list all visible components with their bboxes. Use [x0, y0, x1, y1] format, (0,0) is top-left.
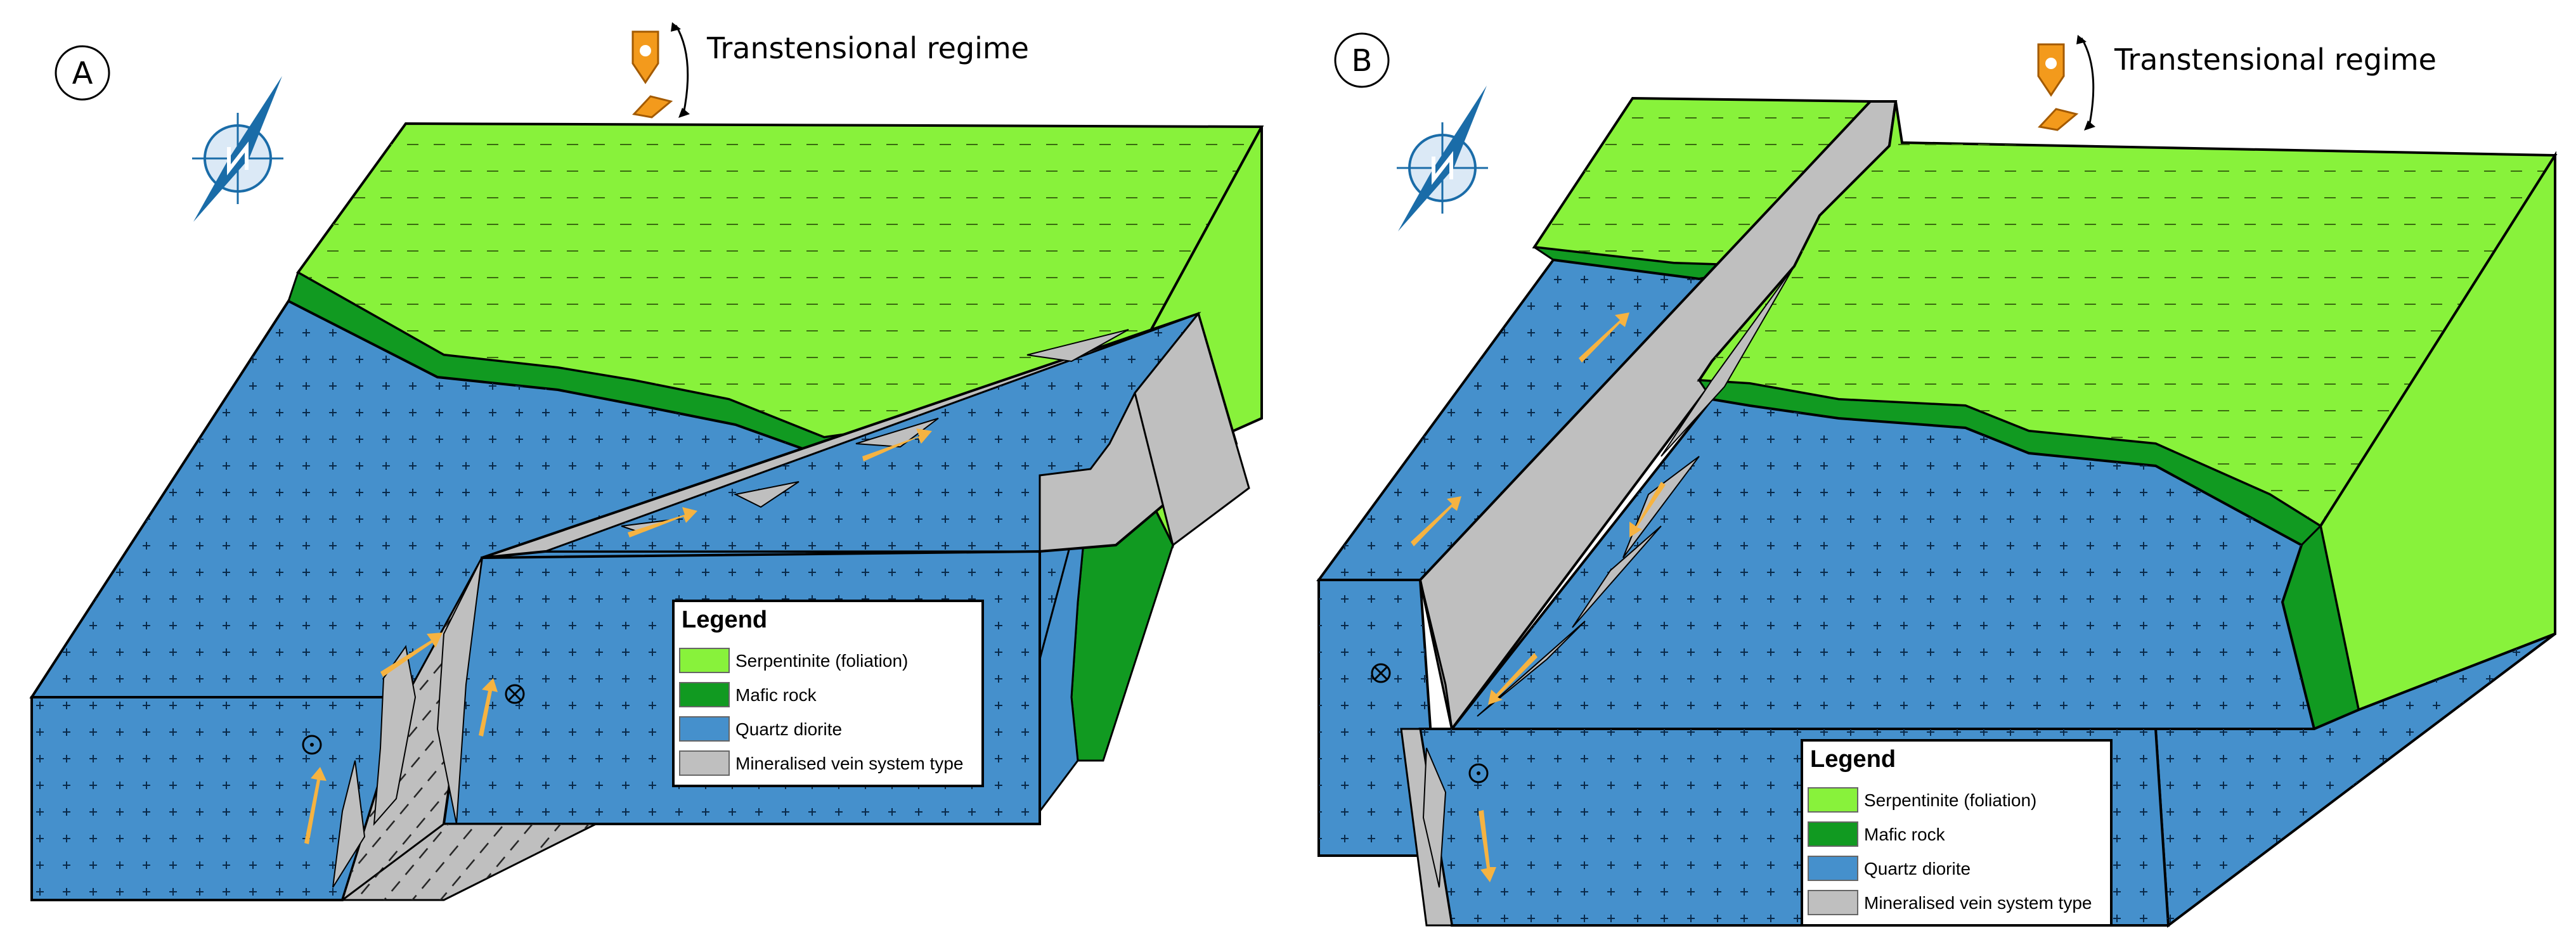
legend-b-swatch-diorite: [1808, 856, 1858, 881]
legend-a-item-serpentinite: Serpentinite (foliation): [735, 651, 908, 671]
legend-b-swatch-serpentinite: [1808, 787, 1858, 813]
panel-a: A Transtensional regime: [29, 22, 1264, 902]
legend-a-title: Legend: [682, 607, 767, 633]
panel-a-regime: Transtensional regime: [706, 31, 1029, 65]
panel-b-regime: Transtensional regime: [2114, 42, 2437, 77]
motion-arrows-a: [304, 428, 932, 844]
into-page-symbol: [1371, 663, 1391, 683]
out-of-page-symbol: [1468, 763, 1489, 783]
foliation-a: [298, 124, 1262, 444]
legend-b: Legend Serpentinite (foliation) Mafic ro…: [1801, 739, 2113, 927]
legend-b-swatch-mafic: [1808, 821, 1858, 847]
vein-lenses-a: [332, 329, 1129, 888]
panel-b-label-text: B: [1352, 43, 1373, 79]
legend-a-swatch-serpentinite: [679, 648, 730, 673]
legend-a-swatch-mafic: [679, 682, 730, 707]
legend-a-item-diorite: Quartz diorite: [735, 719, 842, 739]
out-of-page-symbol: [302, 735, 322, 755]
panel-b: B Transtensional regime: [1316, 32, 2558, 928]
legend-b-item-vein: Mineralised vein system type: [1864, 893, 2092, 913]
legend-b-item-diorite: Quartz diorite: [1864, 859, 1971, 878]
into-page-symbol: [505, 684, 525, 704]
legend-a-swatch-diorite: [679, 716, 730, 742]
north-arrow-icon: [1397, 86, 1488, 231]
legend-b-item-mafic: Mafic rock: [1864, 825, 1946, 844]
north-arrow-icon: [192, 76, 283, 222]
motion-arrows-b: [1411, 312, 1666, 882]
vein-lenses-b: [1422, 266, 1795, 888]
legend-b-swatch-vein: [1808, 890, 1858, 915]
panel-a-label: A: [55, 45, 110, 101]
legend-a: Legend Serpentinite (foliation) Mafic ro…: [672, 600, 984, 787]
vein-zone-b: [1418, 100, 1898, 732]
legend-b-item-serpentinite: Serpentinite (foliation): [1864, 790, 2036, 810]
plumb-bob-icon: [2037, 35, 2095, 131]
legend-b-title: Legend: [1810, 746, 1896, 773]
plumb-bob-icon: [631, 22, 690, 119]
panel-b-vein-zone: [1418, 100, 1898, 732]
legend-a-item-mafic: Mafic rock: [735, 685, 817, 705]
panel-b-label: B: [1334, 32, 1390, 88]
legend-a-swatch-vein: [679, 750, 730, 776]
legend-a-item-vein: Mineralised vein system type: [735, 754, 963, 773]
panel-a-label-text: A: [72, 56, 93, 91]
